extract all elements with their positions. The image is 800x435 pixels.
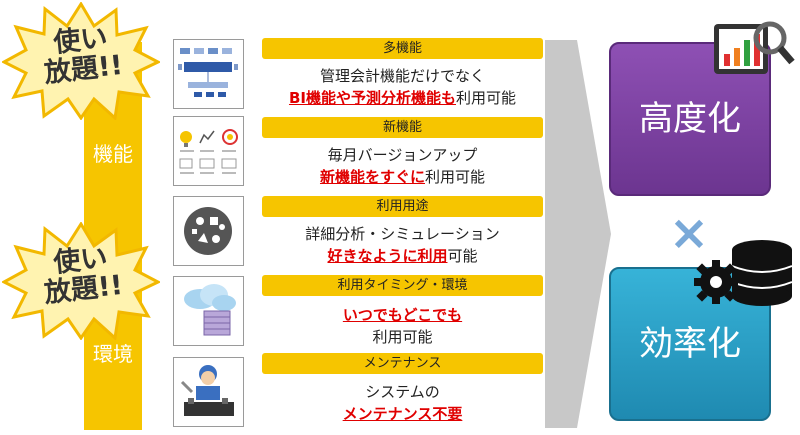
desc-line: 新機能をすぐに利用可能 [262,166,543,188]
starburst-shape [0,221,162,341]
database-gear-icon [694,240,793,306]
highlight-text: BI機能や予測分析機能も [288,89,456,107]
highlight-text: いつでもどこでも [342,306,463,324]
item-desc-timing-environment: いつでもどこでも 利用可能 [262,304,543,348]
desc-text: 可能 [447,247,478,265]
item-title-multifunction: 多機能 [262,38,543,59]
result-box-efficiency: 効率化 [609,267,771,421]
starburst-shape [0,1,162,121]
desc-line: BI機能や予測分析機能も利用可能 [262,87,543,109]
item-desc-new-features: 毎月バージョンアップ 新機能をすぐに利用可能 [262,144,543,188]
desc-line: 詳細分析・シミュレーション [305,225,500,243]
desc-text: 利用可能 [425,168,486,186]
highlight-text: 新機能をすぐに [319,168,425,186]
starburst-badge-2: 使い 放題!! [0,221,162,341]
desc-line: 管理会計機能だけでなく [319,67,485,85]
desc-line: 利用可能 [372,328,433,346]
desc-line: システムの [365,383,440,401]
puzzle-icon-thumbnail [173,196,244,266]
feature-icons-thumbnail [173,116,244,186]
highlight-text: メンテナンス不要 [342,405,463,423]
desc-text: 利用可能 [456,89,517,107]
right-arrow-shape [545,40,611,428]
highlight-text: 好きなように利用 [327,247,448,265]
chart-magnifier-icon [714,21,795,74]
dashboard-diagram-thumbnail [173,39,244,109]
cloud-server-thumbnail [173,276,244,346]
item-title-new-features: 新機能 [262,117,543,138]
item-title-timing-environment: 利用タイミング・環境 [262,275,543,296]
maintenance-worker-thumbnail [173,357,244,427]
desc-line: 毎月バージョンアップ [327,146,478,164]
label-kankyo: 環境 [93,342,133,366]
label-kinou: 機能 [93,142,133,166]
item-desc-multifunction: 管理会計機能だけでなく BI機能や予測分析機能も利用可能 [262,65,543,109]
item-desc-maintenance: システムの メンテナンス不要 [262,381,543,425]
item-title-usage: 利用用途 [262,196,543,217]
desc-line: 好きなように利用可能 [262,245,543,267]
starburst-badge-1: 使い 放題!! [0,1,162,121]
cross-symbol: × [668,205,710,261]
result-advanced-text: 高度化 [639,99,741,139]
item-title-maintenance: メンテナンス [262,353,543,374]
item-desc-usage: 詳細分析・シミュレーション 好きなように利用可能 [262,223,543,267]
result-efficiency-text: 効率化 [639,324,741,364]
